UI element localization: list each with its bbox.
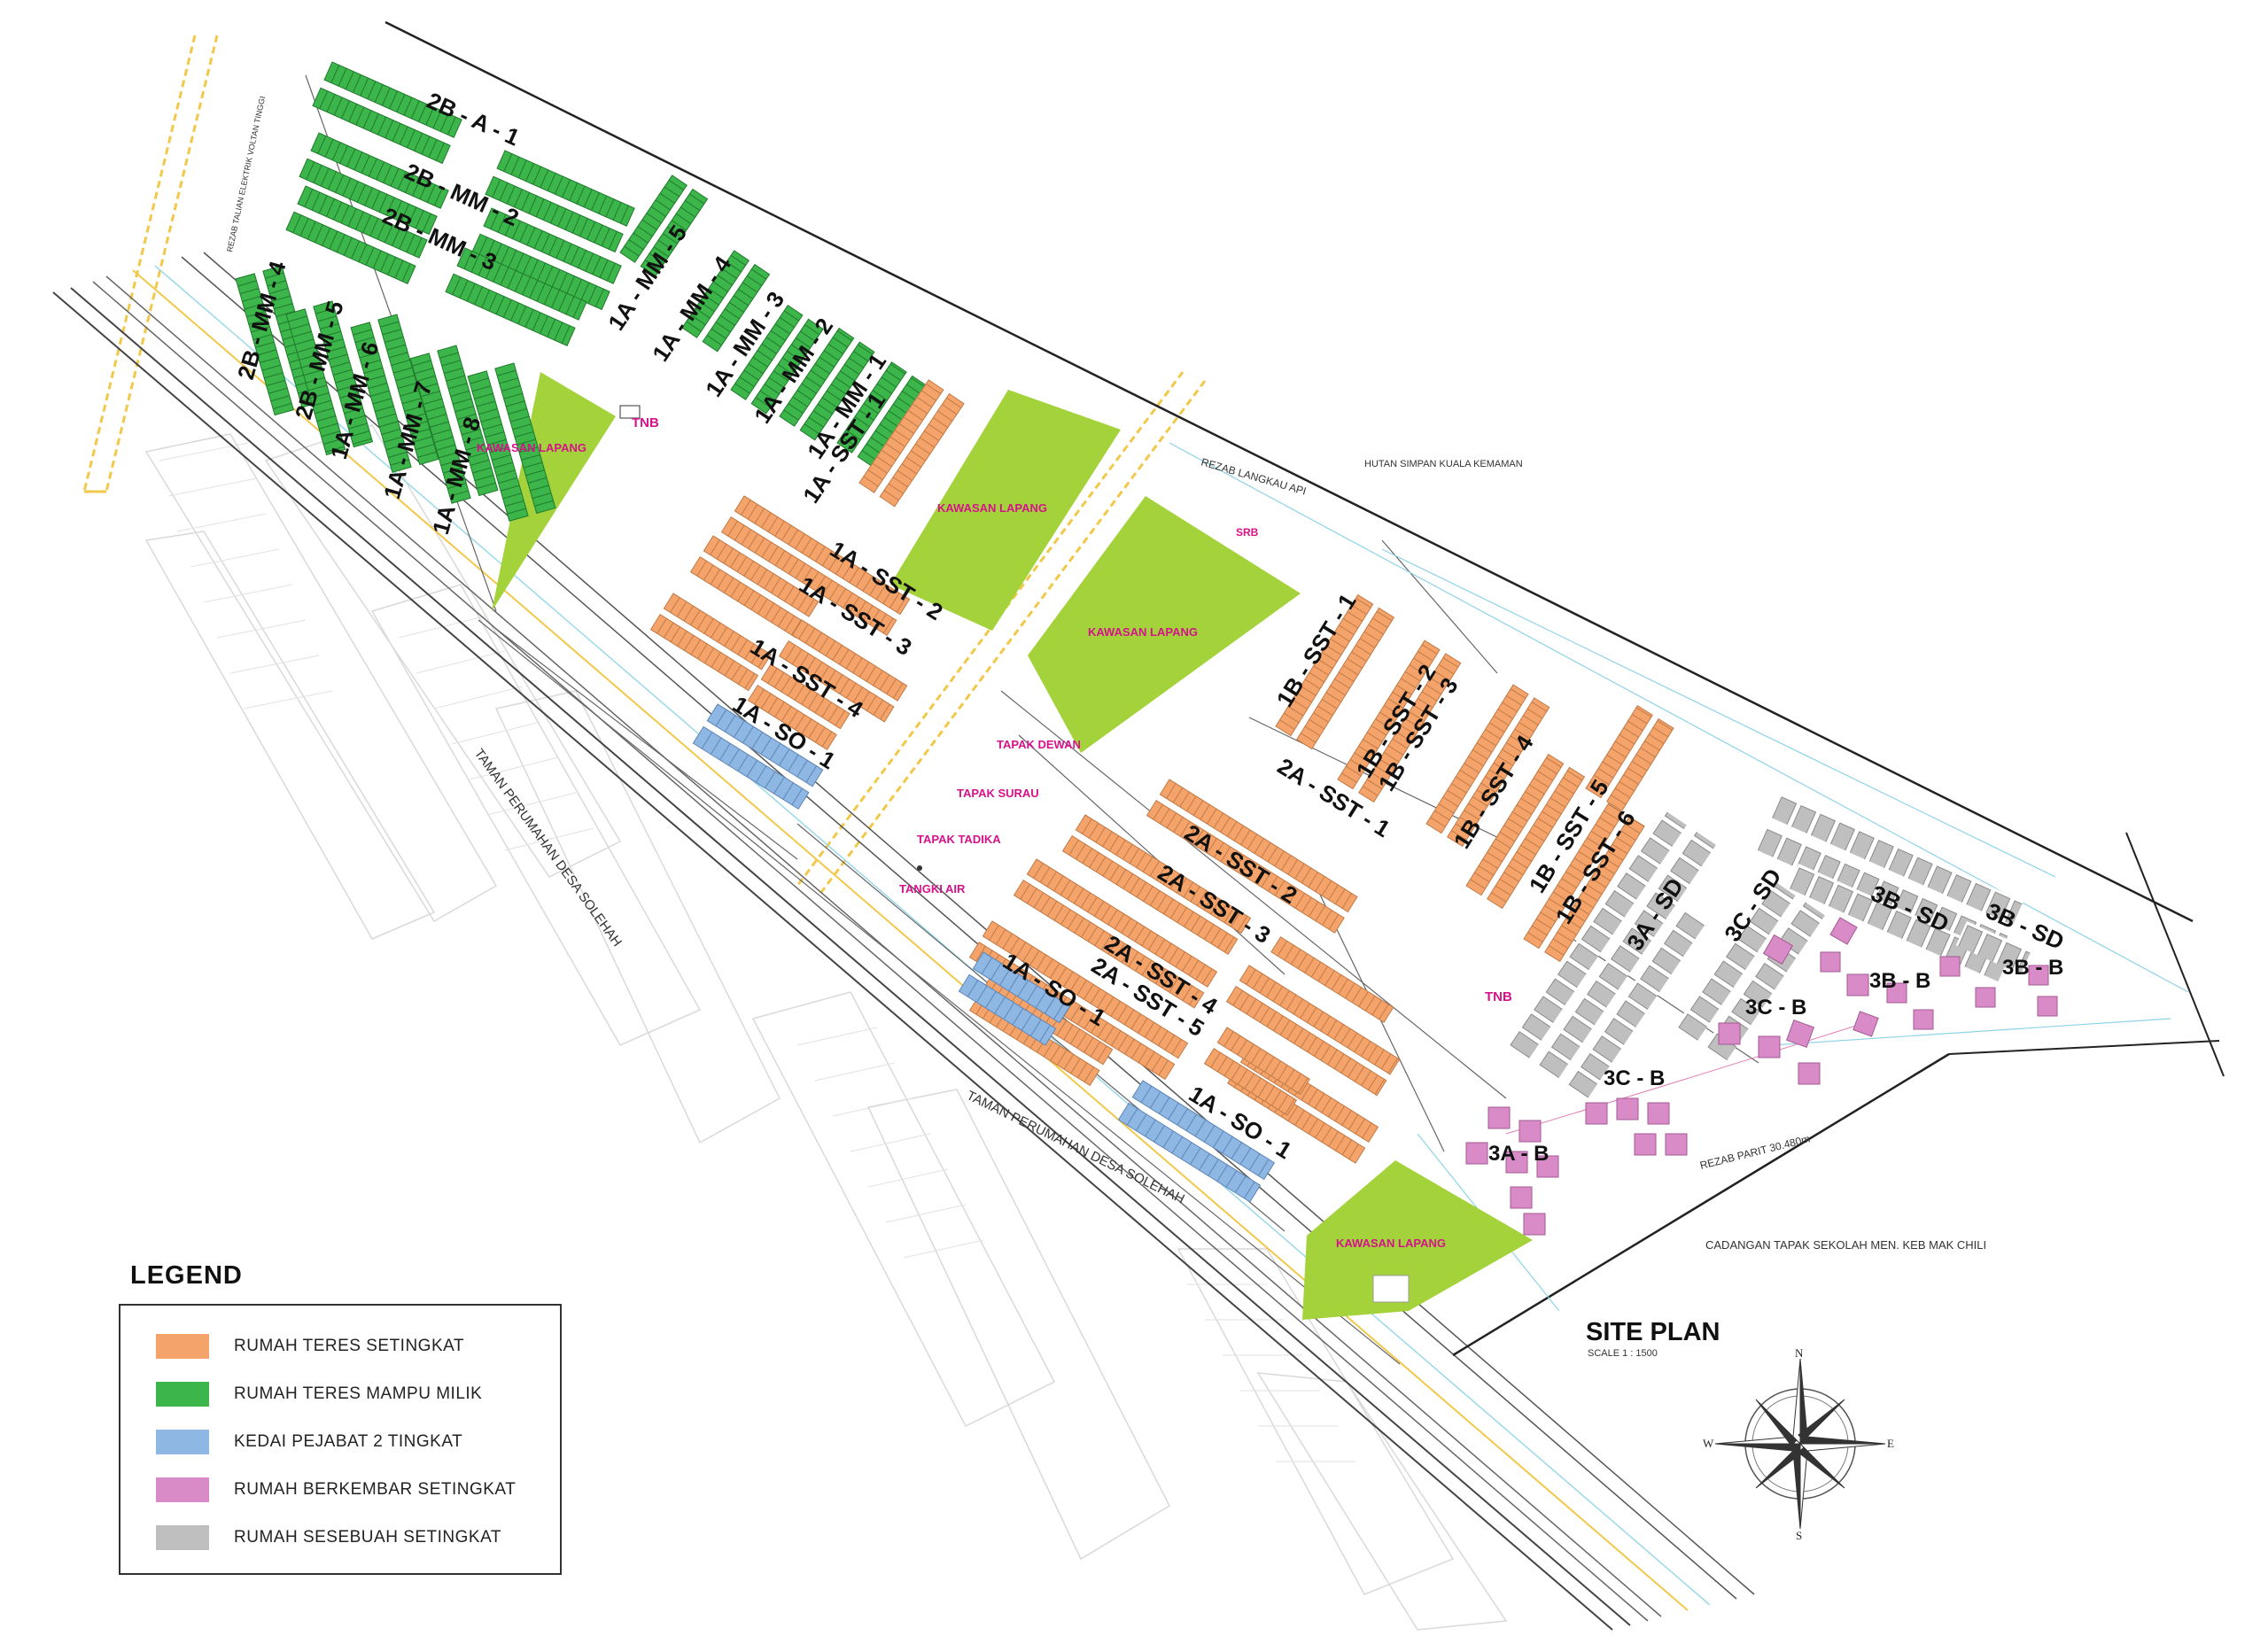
legend-label: RUMAH SESEBUAH SETINGKAT bbox=[234, 1528, 501, 1547]
compass-rose-icon: N S E W bbox=[1703, 1346, 1894, 1541]
kawasan-lapang-3 bbox=[1028, 496, 1301, 753]
label-srb: SRB bbox=[1236, 526, 1259, 539]
label-tnb-2: TNB bbox=[1485, 989, 1512, 1004]
compass-n: N bbox=[1795, 1346, 1804, 1360]
legend-label: RUMAH TERES MAMPU MILIK bbox=[234, 1384, 483, 1403]
surrounding-context bbox=[82, 35, 1508, 1631]
label-kawasan-lapang-4: KAWASAN LAPANG bbox=[1336, 1237, 1446, 1250]
legend-item-kedai-pejabat: KEDAI PEJABAT 2 TINGKAT bbox=[156, 1428, 462, 1456]
label-3c-b-1: 3C - B bbox=[1745, 996, 1806, 1020]
label-kawasan-lapang-2: KAWASAN LAPANG bbox=[937, 501, 1047, 515]
legend-item-teres-mampu-milik: RUMAH TERES MAMPU MILIK bbox=[156, 1380, 482, 1408]
main-road bbox=[52, 20, 2225, 1631]
label-tnb-1: TNB bbox=[632, 415, 659, 430]
legend-item-sesebuah: RUMAH SESEBUAH SETINGKAT bbox=[156, 1524, 501, 1552]
label-3c-b-2: 3C - B bbox=[1604, 1066, 1665, 1090]
legend-item-teres-setingkat: RUMAH TERES SETINGKAT bbox=[156, 1332, 464, 1361]
label-tangki-air: TANGKI AIR bbox=[899, 882, 966, 896]
label-3a-b: 3A - B bbox=[1488, 1142, 1549, 1166]
legend-swatch bbox=[156, 1525, 209, 1550]
legend-item-berkembar: RUMAH BERKEMBAR SETINGKAT bbox=[156, 1476, 516, 1504]
label-cadangan-sekolah: CADANGAN TAPAK SEKOLAH MEN. KEB MAK CHIL… bbox=[1705, 1238, 1986, 1252]
legend: RUMAH TERES SETINGKAT RUMAH TERES MAMPU … bbox=[119, 1304, 562, 1575]
site-plan-title: SITE PLAN bbox=[1586, 1318, 1720, 1346]
label-3b-b-2: 3B - B bbox=[2002, 956, 2063, 980]
label-kawasan-lapang-3: KAWASAN LAPANG bbox=[1088, 625, 1198, 639]
kawasan-lapang-2 bbox=[890, 390, 1121, 631]
label-hutan-simpan: HUTAN SIMPAN KUALA KEMAMAN bbox=[1364, 459, 1523, 469]
label-tapak-dewan: TAPAK DEWAN bbox=[997, 738, 1081, 751]
legend-swatch bbox=[156, 1477, 209, 1502]
legend-label: KEDAI PEJABAT 2 TINGKAT bbox=[234, 1432, 463, 1451]
legend-swatch bbox=[156, 1382, 209, 1407]
compass-e: E bbox=[1887, 1437, 1894, 1450]
scale-text: SCALE 1 : 1500 bbox=[1588, 1348, 1658, 1359]
legend-label: RUMAH TERES SETINGKAT bbox=[234, 1337, 464, 1355]
legend-label: RUMAH BERKEMBAR SETINGKAT bbox=[234, 1480, 517, 1499]
legend-title: LEGEND bbox=[130, 1261, 243, 1290]
label-rezab-parit: REZAB PARIT 30.480m bbox=[1698, 1132, 1811, 1171]
label-tapak-tadika: TAPAK TADIKA bbox=[917, 833, 1001, 846]
legend-swatch bbox=[156, 1334, 209, 1359]
label-kawasan-lapang-1: KAWASAN LAPANG bbox=[477, 441, 586, 454]
legend-swatch bbox=[156, 1430, 209, 1454]
kawasan-lapang-1 bbox=[492, 372, 616, 611]
label-rezab-talian-elektrik: REZAB TALIAN ELEKTRIK VOLTAN TINGGI bbox=[225, 96, 267, 253]
kawasan-lapang-4 bbox=[1302, 1160, 1533, 1320]
compass-s: S bbox=[1796, 1529, 1802, 1541]
block-2b-a-1b bbox=[312, 87, 451, 165]
block-2b-a-1a bbox=[323, 61, 462, 138]
label-rezab-langkau: REZAB LANGKAU API bbox=[1200, 455, 1308, 497]
compass-w: W bbox=[1703, 1437, 1714, 1450]
label-3b-b-1: 3B - B bbox=[1869, 969, 1930, 993]
label-tapak-surau: TAPAK SURAU bbox=[957, 787, 1039, 800]
